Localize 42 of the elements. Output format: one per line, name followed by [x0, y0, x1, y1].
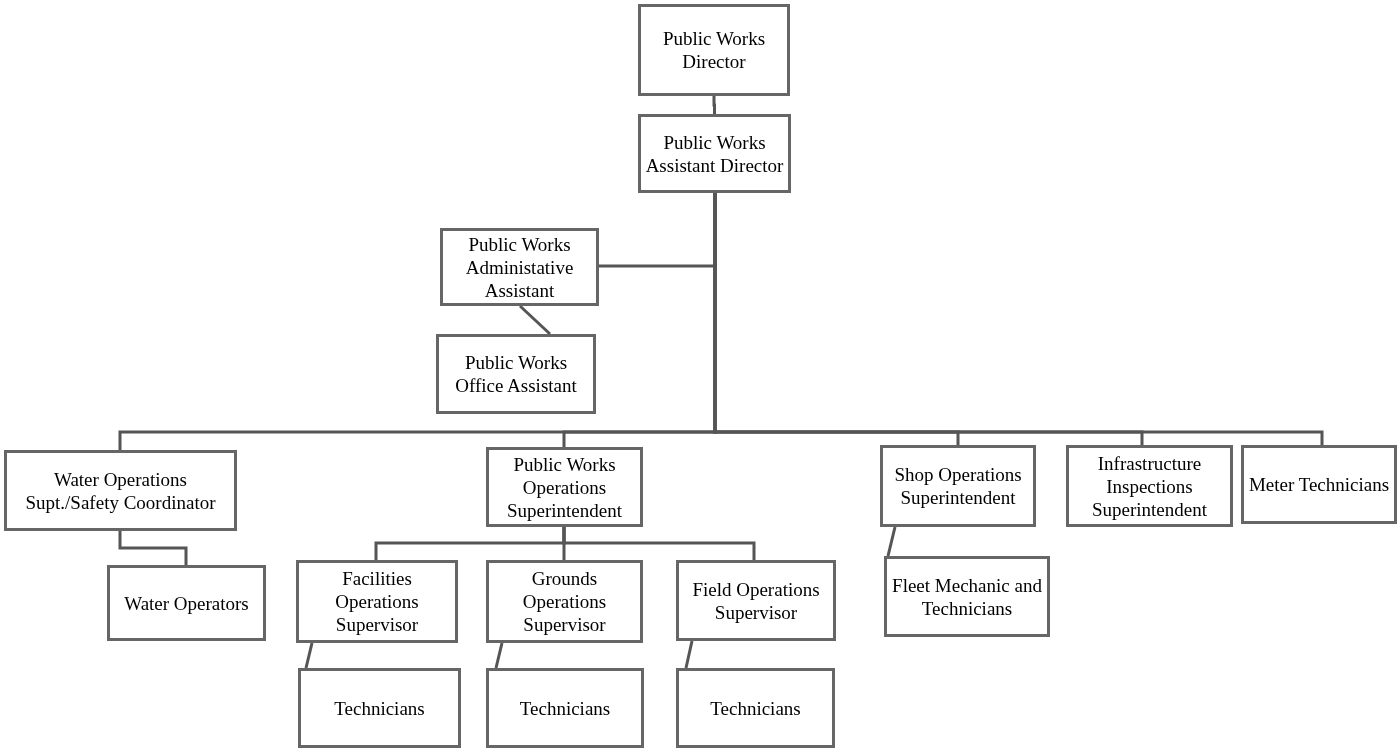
position-title: Shop Operations Superintendent	[893, 463, 1023, 509]
position-title: Grounds Operations Supervisor	[521, 567, 608, 636]
position-title: Public Works Director	[661, 27, 767, 73]
connector-line	[712, 96, 716, 114]
position-box	[676, 668, 835, 748]
position-box	[638, 114, 791, 193]
position-box	[298, 668, 461, 748]
position-title: Meter Technicians	[1248, 473, 1390, 496]
position-title: Infrastructure Inspections Superintendent	[1091, 451, 1208, 521]
position-box	[676, 560, 836, 641]
position-title: Technicians	[710, 696, 801, 720]
connector-line	[886, 526, 897, 557]
position-box	[1066, 445, 1233, 527]
position-title: Field Operations Supervisor	[691, 577, 821, 624]
position-title: Public Works Operations Superintendent	[506, 452, 623, 522]
position-title: Water Operators	[124, 591, 249, 615]
position-box	[436, 334, 596, 414]
position-title: Public Works Assistant Director	[644, 130, 785, 177]
position-title: Technicians	[334, 696, 425, 720]
connector-line	[304, 642, 314, 669]
position-box	[4, 450, 237, 531]
position-title: Facilities Operations Supervisor	[334, 567, 420, 636]
position-box	[296, 560, 458, 643]
connector-line	[518, 304, 552, 336]
position-title: Public Works Office Assistant	[454, 351, 578, 397]
position-title: Technicians	[519, 696, 611, 720]
connector-line	[118, 531, 188, 565]
connector-line	[494, 642, 504, 669]
position-box	[440, 228, 599, 306]
position-box	[486, 668, 644, 748]
position-box	[486, 560, 643, 643]
position-box	[884, 556, 1050, 637]
position-box	[107, 565, 266, 641]
connector-line	[684, 640, 694, 669]
position-title: Water Operations Supt./Safety Coordinator	[24, 467, 217, 514]
position-box	[486, 447, 643, 527]
connector-line	[562, 527, 756, 560]
position-box	[880, 445, 1036, 527]
position-title: Public Works Administative Assistant	[464, 232, 575, 302]
position-box	[1241, 445, 1397, 524]
position-box	[638, 4, 790, 96]
position-title: Fleet Mechanic and Technicians	[891, 573, 1043, 620]
